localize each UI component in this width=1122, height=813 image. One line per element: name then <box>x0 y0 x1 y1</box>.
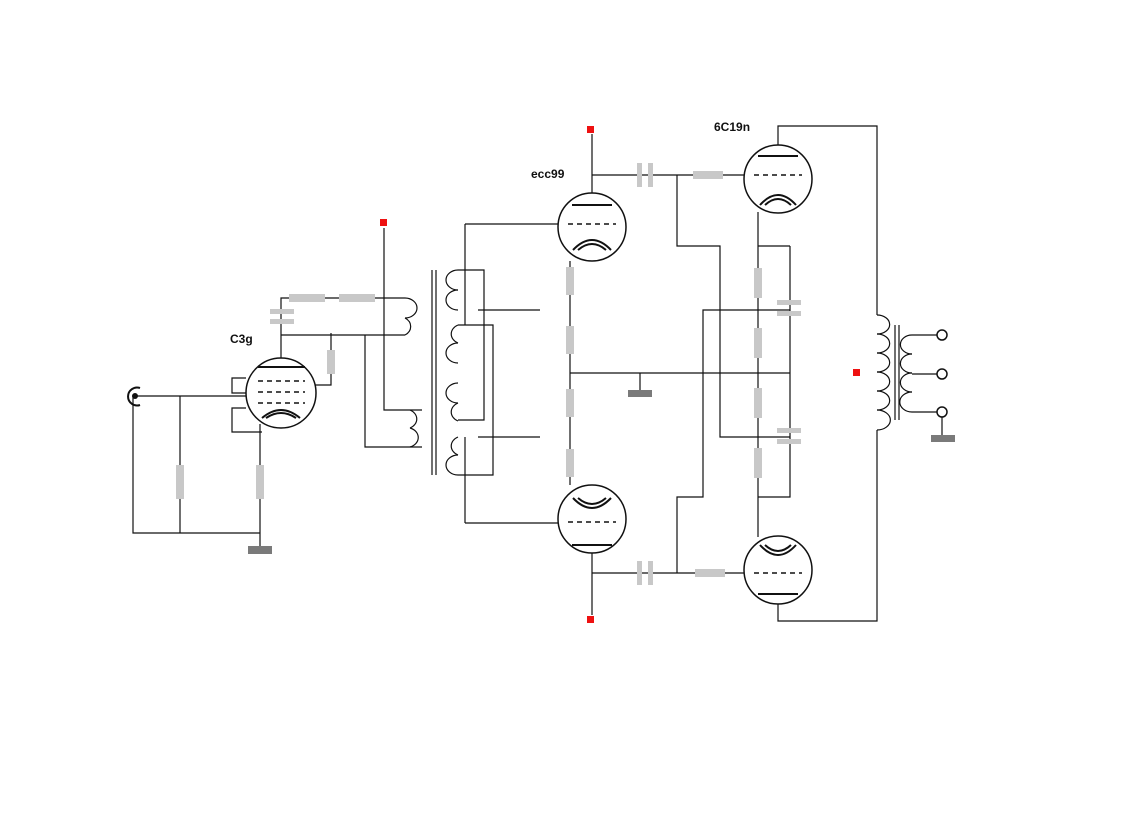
c3g-tube: C3g <box>230 332 317 429</box>
cathode-resistor-c <box>566 389 574 417</box>
coupling-capacitor-upper-b <box>648 163 653 187</box>
screen-resistor <box>327 350 335 374</box>
output-transformer <box>853 314 955 442</box>
ecc99-label: ecc99 <box>531 167 565 181</box>
bias-network <box>676 175 801 573</box>
output-stage: 6C19n <box>714 120 878 622</box>
bias-resistor-a <box>754 268 762 298</box>
output-terminal-3 <box>936 406 948 418</box>
bias-resistor-b <box>754 328 762 358</box>
ground-symbol-output <box>931 435 955 442</box>
bias-capacitor-upper-b <box>777 311 801 316</box>
coupling-capacitor-upper-a <box>637 163 642 187</box>
supply-node-center-tap <box>853 369 860 376</box>
grid-stopper-upper <box>693 171 723 179</box>
output-terminal-2 <box>936 368 948 380</box>
supply-node-upper <box>587 126 594 133</box>
cathode-resistor <box>256 465 264 499</box>
grid-stopper-lower <box>695 569 725 577</box>
input-stage: C3g <box>127 219 422 554</box>
6c19n-lower-tube <box>743 535 813 605</box>
c3g-label: C3g <box>230 332 253 346</box>
plate-resistor-2 <box>339 294 375 302</box>
coupling-capacitor <box>270 309 294 314</box>
coupling-capacitor-lower-b <box>648 561 653 585</box>
output-terminal-1 <box>936 329 948 341</box>
6c19n-label: 6C19n <box>714 120 750 134</box>
driver-stage: ecc99 <box>465 126 790 623</box>
bias-resistor-c <box>754 388 762 418</box>
ecc99-lower-tube <box>557 484 627 554</box>
cathode-resistor-a <box>566 267 574 295</box>
6c19n-upper-tube: 6C19n <box>714 120 813 214</box>
grid-resistor <box>176 465 184 499</box>
supply-node-lower <box>587 616 594 623</box>
interstage-transformer <box>404 224 540 523</box>
supply-node <box>380 219 387 226</box>
coupling-capacitor-lower-a <box>637 561 642 585</box>
bias-resistor-d <box>754 448 762 478</box>
bias-capacitor-lower-a <box>777 428 801 433</box>
ecc99-upper-tube: ecc99 <box>531 167 627 262</box>
bias-capacitor-upper-a <box>777 300 801 305</box>
plate-resistor-1 <box>289 294 325 302</box>
cathode-resistor-d <box>566 449 574 477</box>
cathode-resistor-b <box>566 326 574 354</box>
ground-symbol <box>248 546 272 554</box>
bias-capacitor-lower-b <box>777 439 801 444</box>
ground-symbol-center <box>628 390 652 397</box>
coupling-capacitor-plate <box>270 319 294 324</box>
